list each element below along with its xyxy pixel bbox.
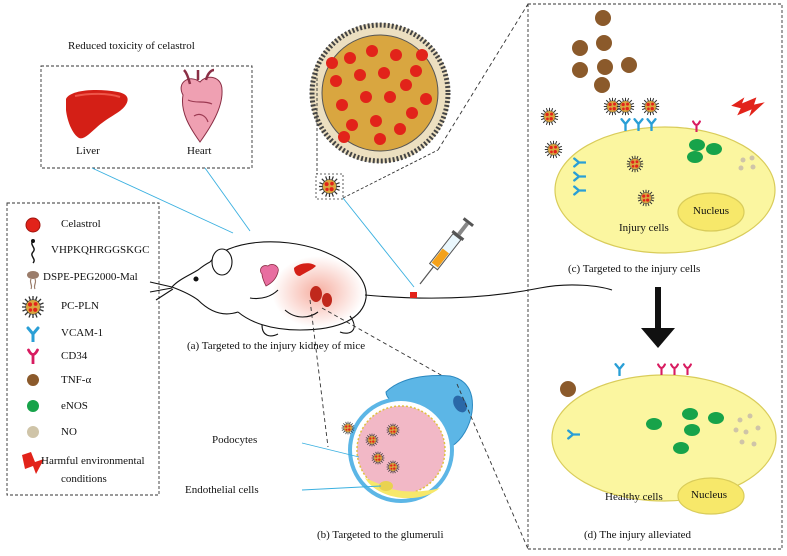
- celastrol-dot: [326, 57, 338, 69]
- caption-b: (b) Targeted to the glumeruli: [317, 529, 444, 541]
- celastrol-dot: [336, 99, 348, 111]
- mouse-icon: [149, 241, 613, 337]
- injury-nucleus-label: Nucleus: [693, 205, 730, 217]
- celastrol-dot: [344, 52, 356, 64]
- toxicity-title: Reduced toxicity of celastrol: [68, 40, 195, 52]
- legend-label-peptide: VHPKQHRGGSKGC: [51, 244, 150, 256]
- celastrol-dot: [374, 133, 386, 145]
- heart-label: Heart: [187, 145, 212, 157]
- celastrol-dot: [338, 131, 350, 143]
- legend-box: [6, 202, 160, 496]
- heart-icon: [180, 68, 223, 143]
- injury-cell-icon: [554, 126, 776, 254]
- legend-label-harmful-1: Harmful environmental: [41, 455, 145, 467]
- healthy-cell-label: Healthy cells: [605, 491, 663, 503]
- liver-label: Liver: [76, 145, 100, 157]
- celastrol-dot: [354, 69, 366, 81]
- celastrol-dot: [366, 45, 378, 57]
- legend-label-pcpln: PC-PLN: [61, 300, 99, 312]
- celastrol-dot: [416, 49, 428, 61]
- celastrol-dot: [400, 79, 412, 91]
- celastrol-dot: [394, 123, 406, 135]
- caption-d: (d) The injury alleviated: [584, 529, 692, 541]
- legend-label-vcam1: VCAM-1: [61, 327, 104, 339]
- glomerulus-icon: [348, 375, 473, 503]
- celastrol-dot: [384, 91, 396, 103]
- celastrol-dot: [410, 65, 422, 77]
- legend-label-enos: eNOS: [61, 400, 88, 412]
- cell-panel-box: [527, 3, 783, 550]
- caption-a: (a) Targeted to the injury kidney of mic…: [187, 340, 366, 352]
- legend-label-tnf: TNF-α: [61, 374, 92, 386]
- legend-label-dspe: DSPE-PEG2000-Mal: [43, 271, 138, 283]
- injury-nucleus-icon: [677, 192, 745, 232]
- celastrol-dot: [420, 93, 432, 105]
- celastrol-dot: [370, 115, 382, 127]
- legend-label-harmful-2: conditions: [61, 473, 107, 485]
- celastrol-dot: [360, 91, 372, 103]
- syringe-icon: [419, 217, 474, 285]
- legend-label-no: NO: [61, 426, 77, 438]
- podocytes-label: Podocytes: [212, 434, 258, 446]
- healthy-nucleus-icon: [677, 477, 745, 515]
- healthy-cell-icon: [551, 374, 777, 502]
- celastrol-dot: [346, 119, 358, 131]
- celastrol-dot: [390, 49, 402, 61]
- endothelial-label: Endothelial cells: [185, 484, 259, 496]
- celastrol-dot: [330, 75, 342, 87]
- legend-label-cd34: CD34: [61, 350, 88, 362]
- healthy-nucleus-label: Nucleus: [691, 489, 728, 501]
- legend-label-celastrol: Celastrol: [61, 218, 101, 230]
- celastrol-dot: [378, 67, 390, 79]
- organ-box: [40, 65, 253, 169]
- caption-c: (c) Targeted to the injury cells: [568, 263, 701, 275]
- injury-cell-label: Injury cells: [619, 222, 669, 234]
- celastrol-dot: [406, 107, 418, 119]
- liver-icon: [66, 90, 128, 139]
